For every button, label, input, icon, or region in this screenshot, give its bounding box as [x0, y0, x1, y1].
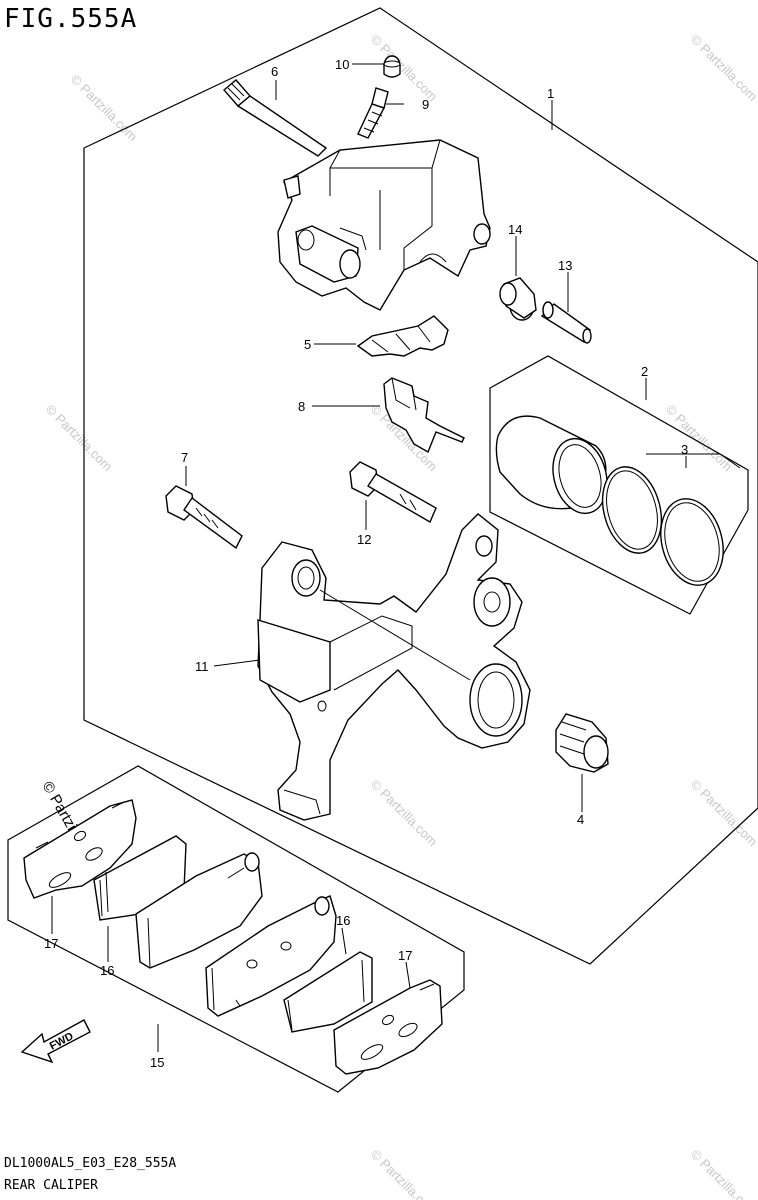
piston-seal — [601, 466, 663, 554]
callout-17a: 17 — [44, 936, 58, 951]
watermark: © Partzilla.com — [368, 777, 441, 850]
callout-5: 5 — [304, 337, 311, 352]
figure-code: DL1000AL5_E03_E28_555A — [4, 1156, 177, 1171]
callout-15: 15 — [150, 1055, 164, 1070]
sleeve-pin — [540, 301, 592, 344]
figure-name: REAR CALIPER — [4, 1178, 98, 1193]
fwd-arrow-icon: FWD — [20, 1019, 91, 1064]
callout-16a: 16 — [100, 963, 114, 978]
figure-title: FIG.555A — [4, 4, 138, 34]
callout-7: 7 — [181, 450, 188, 465]
watermark: © Partzilla.com — [688, 777, 758, 850]
mounting-bolt — [165, 485, 243, 550]
bracket-boot — [555, 713, 609, 773]
pad-set-frame — [7, 765, 465, 1093]
watermark: © Partzilla.com — [68, 72, 141, 145]
bleeder-valve — [357, 87, 389, 139]
brake-pad-left — [135, 852, 263, 969]
pad-shim-left — [23, 799, 137, 899]
watermark: © Partzilla.com — [688, 1147, 758, 1200]
watermark: © Partzilla.com — [43, 402, 116, 475]
callout-3: 3 — [681, 442, 688, 457]
pad-retainer — [383, 377, 465, 454]
piston-set-frame — [489, 355, 749, 615]
callout-13: 13 — [558, 258, 572, 273]
pin-bolt — [223, 79, 328, 157]
callout-6: 6 — [271, 64, 278, 79]
callout-4: 4 — [577, 812, 584, 827]
caliper-bolt — [349, 461, 437, 524]
dust-seal — [660, 498, 724, 586]
callout-17b: 17 — [398, 948, 412, 963]
callout-14: 14 — [508, 222, 522, 237]
callout-16b: 16 — [336, 913, 350, 928]
watermark: © Partzilla.com — [688, 32, 758, 105]
callout-11: 11 — [195, 659, 209, 674]
callout-1: 1 — [547, 86, 554, 101]
callout-12: 12 — [357, 532, 371, 547]
callout-9: 9 — [422, 97, 429, 112]
callout-2: 2 — [641, 364, 648, 379]
pad-shim-right — [333, 979, 443, 1075]
pad-insulator-right — [283, 951, 373, 1033]
caliper-bracket — [257, 513, 531, 821]
bleeder-cap — [383, 55, 401, 78]
fwd-label: FWD — [48, 1030, 76, 1052]
caliper-body — [277, 139, 491, 311]
callout-8: 8 — [298, 399, 305, 414]
brake-pad-right — [205, 895, 337, 1017]
callout-labels: 1 2 3 4 5 6 7 8 9 10 11 12 13 14 15 16 1… — [44, 57, 688, 1070]
callout-10: 10 — [335, 57, 349, 72]
sleeve-boot — [499, 277, 537, 321]
leader-lines — [51, 63, 741, 1052]
watermark: © Partzilla.com — [663, 402, 736, 475]
piston — [495, 415, 608, 515]
caliper-assembly-frame — [83, 7, 758, 965]
pad-spring — [356, 315, 449, 357]
watermark: © Partzilla.com — [368, 1147, 441, 1200]
